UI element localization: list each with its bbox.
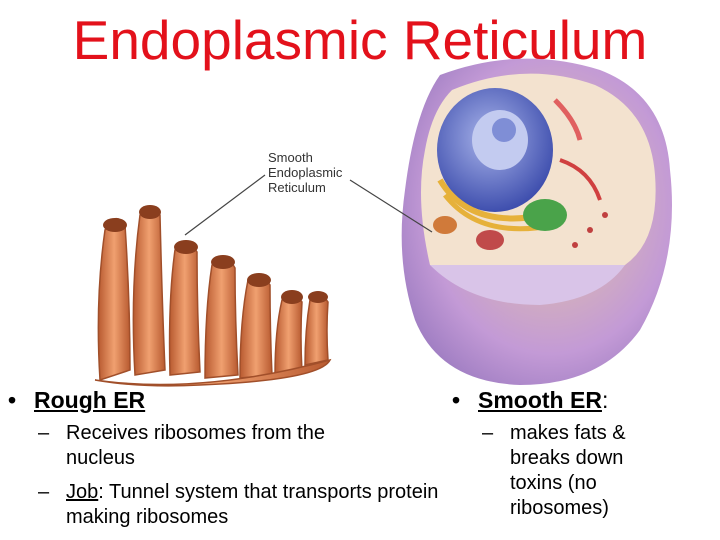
callout-line-2: Endoplasmic [268,165,343,180]
animal-cell-illustration [401,58,672,386]
rough-er-heading-text: Rough ER [34,387,146,413]
smooth-er-heading: • Smooth ER: [452,386,608,414]
callout-line-3: Reticulum [268,180,326,195]
pointer-line-right [349,179,433,233]
smooth-er-heading-text: Smooth ER [478,387,602,413]
tubule-openings [103,205,328,304]
item-dash: – [482,422,494,444]
smooth-er-tubules-illustration [94,206,332,387]
job-label: Job [66,481,99,503]
item-dash: – [38,422,50,444]
rough-er-heading: • Rough ER [8,386,145,414]
job-description: : Tunnel system that transports protein … [66,481,439,528]
rough-er-item-2: – Job: Tunnel system that transports pro… [38,480,458,530]
bullet-dot: • [452,387,461,413]
item-text: makes fats & breaks down toxins (no ribo… [510,422,626,519]
item-text: Receives ribosomes from the nucleus [66,422,325,469]
heading-colon: : [601,387,609,413]
bullet-dot: • [8,387,17,413]
smooth-er-item-1: – makes fats & breaks down toxins (no ri… [482,421,682,521]
callout-line-1: Smooth [268,150,313,165]
rough-er-item-1: – Receives ribosomes from the nucleus [38,421,458,471]
item-text: Job: Tunnel system that transports prote… [38,480,458,530]
item-dash: – [38,481,50,503]
pointer-line-left [184,174,266,236]
smooth-er-callout-label: Smooth Endoplasmic Reticulum [268,150,342,195]
